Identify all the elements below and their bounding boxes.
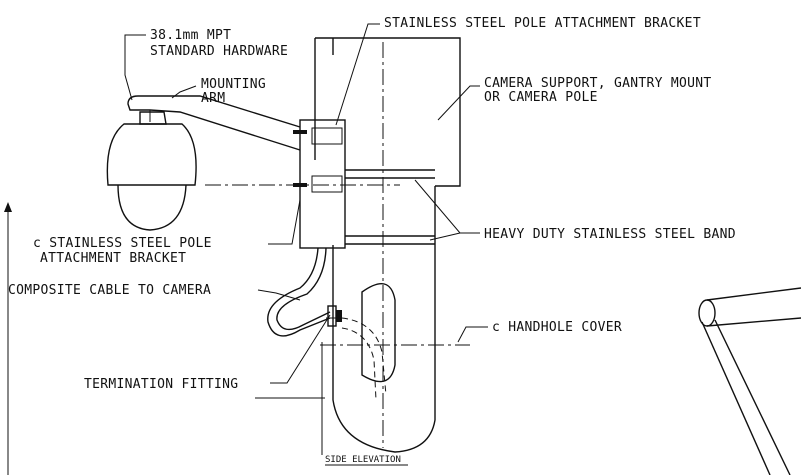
view-title: SIDE ELEVATION bbox=[325, 455, 401, 465]
adjacent-gantry-fragment bbox=[698, 287, 801, 475]
stainless-steel-band-upper bbox=[345, 169, 435, 179]
leader-lines bbox=[124, 23, 488, 384]
label-mounting-arm-line1: MOUNTING bbox=[201, 77, 266, 92]
dome-camera bbox=[106, 111, 197, 231]
label-camera-support-line2: OR CAMERA POLE bbox=[484, 90, 598, 105]
label-std-hardware-line1: 38.1mm MPT bbox=[150, 28, 231, 43]
left-dimension-mark bbox=[4, 202, 12, 475]
composite-cable bbox=[267, 247, 331, 337]
ground-line bbox=[255, 342, 325, 455]
label-mounting-arm-line2: ARM bbox=[201, 91, 225, 106]
label-camera-support-line1: CAMERA SUPPORT, GANTRY MOUNT bbox=[484, 76, 712, 91]
pole-attachment-bracket bbox=[205, 119, 400, 249]
label-steel-band: HEAVY DUTY STAINLESS STEEL BAND bbox=[484, 227, 736, 242]
label-handhole-cover: c HANDHOLE COVER bbox=[492, 320, 622, 335]
label-bracket-top: STAINLESS STEEL POLE ATTACHMENT BRACKET bbox=[384, 16, 701, 31]
camera-pole bbox=[314, 37, 461, 453]
label-composite-cable: COMPOSITE CABLE TO CAMERA bbox=[8, 283, 211, 298]
label-termination-fitting: TERMINATION FITTING bbox=[84, 377, 238, 392]
label-bracket-centerline-line2: ATTACHMENT BRACKET bbox=[40, 251, 186, 266]
termination-fitting bbox=[326, 305, 342, 327]
handhole-cover bbox=[320, 283, 470, 401]
stainless-steel-band-lower bbox=[345, 235, 435, 245]
label-bracket-centerline-line1: c STAINLESS STEEL POLE bbox=[33, 236, 212, 251]
label-std-hardware-line2: STANDARD HARDWARE bbox=[150, 44, 288, 59]
